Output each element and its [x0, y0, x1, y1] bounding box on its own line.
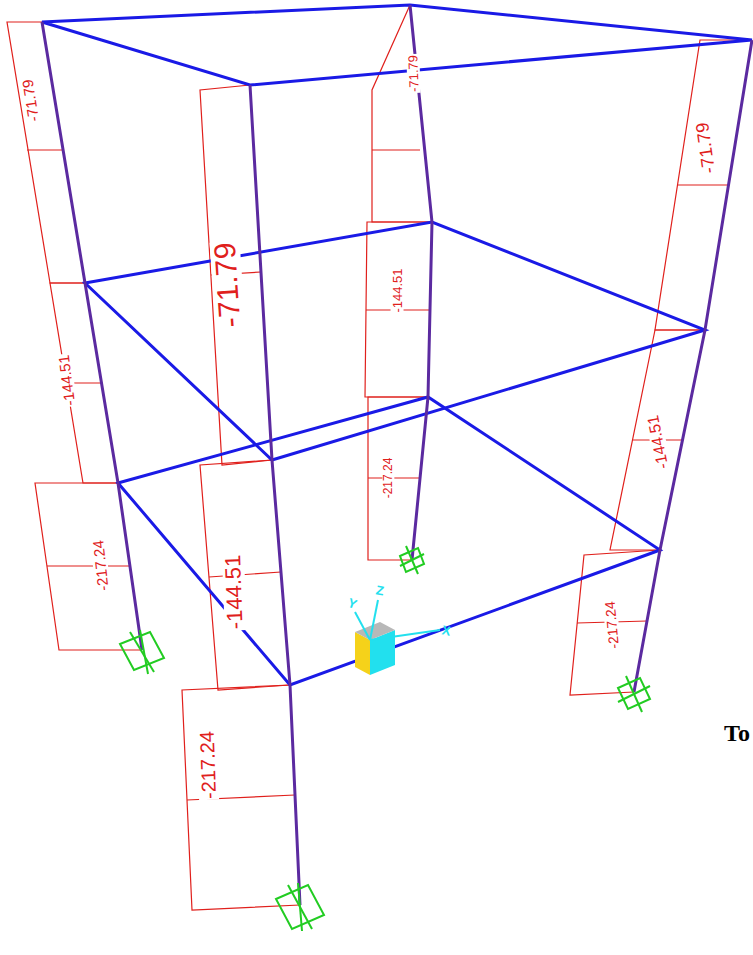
- axial-force-value: -71.79: [693, 120, 718, 175]
- axis-gizmo: [355, 600, 440, 675]
- fixed-supports: [120, 546, 650, 931]
- axis-label: Y: [346, 595, 359, 610]
- axis-label: X: [441, 623, 452, 637]
- axial-force-value: -71.79: [406, 53, 420, 92]
- axial-force-value: -217.24: [197, 730, 219, 800]
- axial-force-value: -217.24: [382, 457, 394, 500]
- axial-force-value: -144.51: [391, 267, 404, 313]
- axial-force-value: -217.24: [90, 538, 110, 592]
- floor-beams: [42, 5, 752, 685]
- axial-force-value: -71.79: [210, 241, 246, 330]
- axial-force-value: -144.51: [222, 553, 247, 630]
- axial-force-value: -217.24: [603, 600, 621, 651]
- cut-off-text: To: [724, 721, 750, 745]
- axial-force-diagram: [7, 5, 752, 910]
- columns: [42, 5, 752, 905]
- axis-label: Z: [375, 583, 385, 597]
- axial-force-value: -144.51: [645, 413, 671, 471]
- axial-force-value: -144.51: [55, 353, 76, 407]
